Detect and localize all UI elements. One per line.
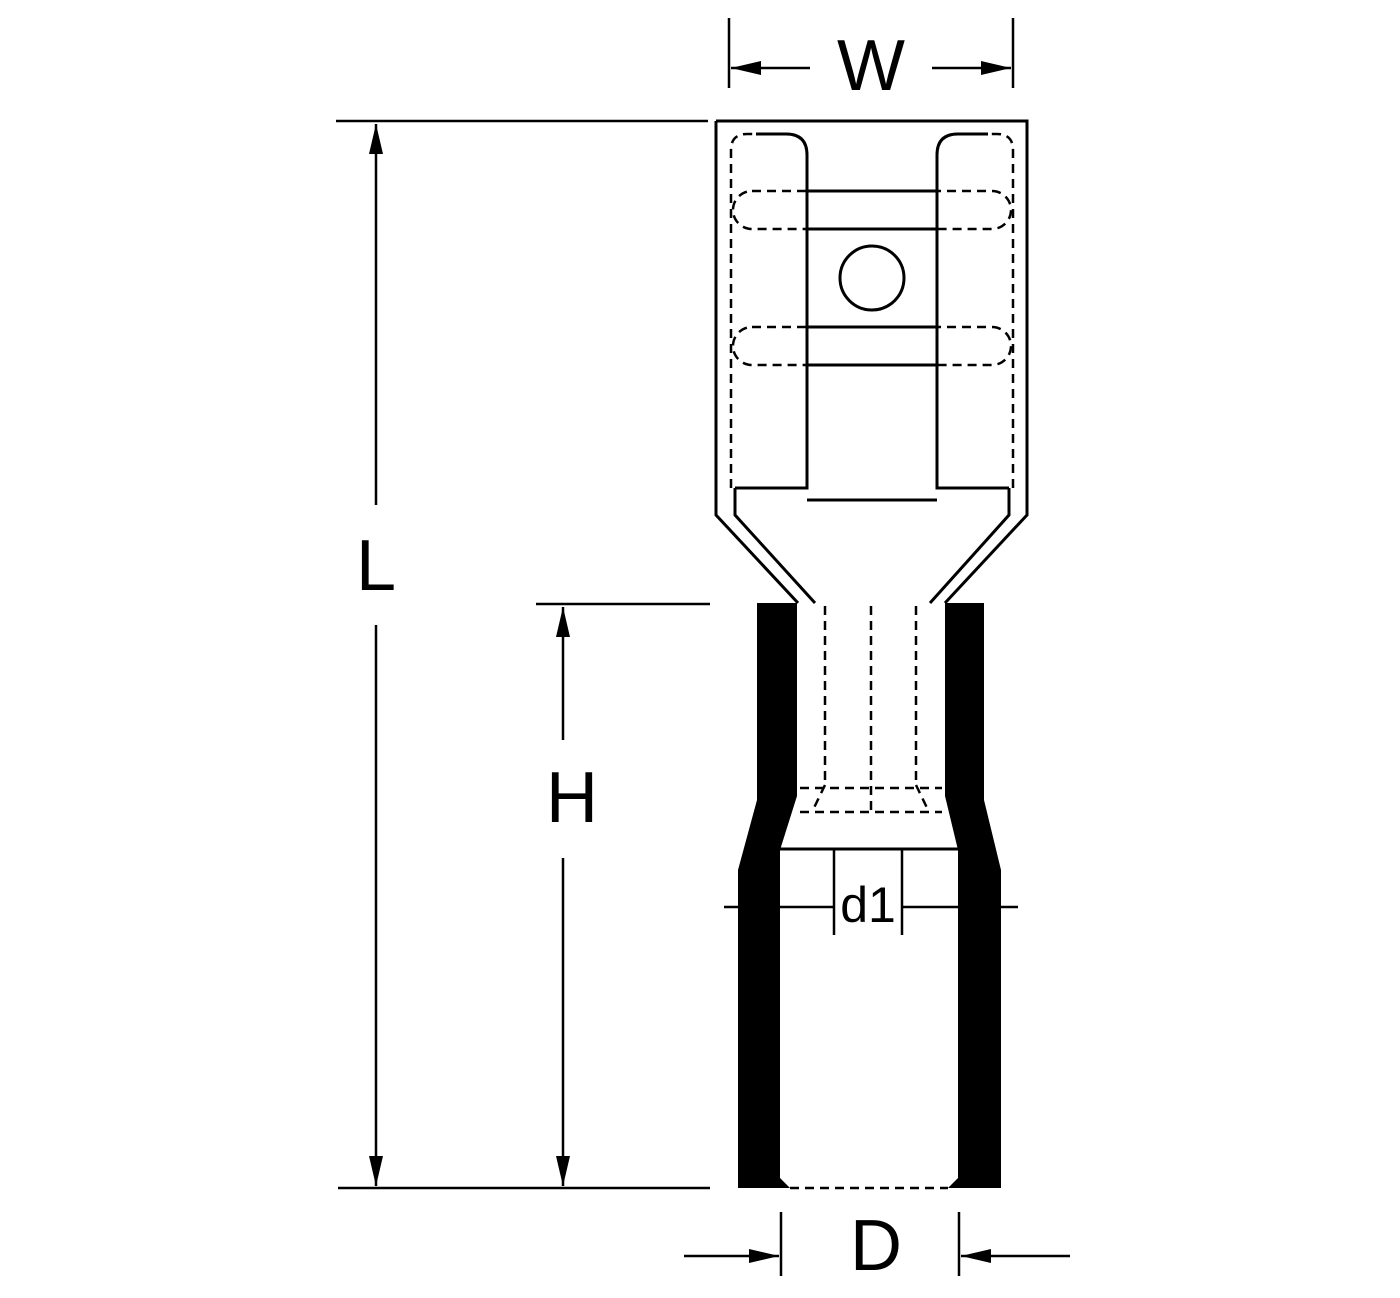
label-inner-diameter: d1 <box>840 877 896 933</box>
hidden-slot-lower <box>731 325 1013 367</box>
barrel-flare <box>810 784 931 813</box>
hidden-lines-blade <box>729 132 1015 488</box>
sleeve-left-wall <box>738 603 797 1188</box>
label-length: L <box>356 526 396 606</box>
hidden-slot-upper <box>731 189 1013 231</box>
hidden-lines-barrel <box>790 606 948 1190</box>
receptacle-body <box>714 119 1029 605</box>
hidden-right-channel <box>954 132 1015 488</box>
right-spring-rail <box>935 132 1009 490</box>
receptacle-outline <box>714 119 1029 605</box>
label-outer-diameter: D <box>850 1206 902 1286</box>
label-width: W <box>837 26 905 106</box>
hidden-left-channel <box>729 132 790 488</box>
sleeve-right-wall <box>945 603 1001 1188</box>
label-height: H <box>546 758 598 838</box>
left-spring-rail <box>735 132 809 490</box>
receptacle-inner-outline <box>733 488 1011 605</box>
locking-dimple <box>838 244 906 312</box>
dimension-lines <box>336 18 1070 1276</box>
insulation-sleeve <box>738 603 1001 1188</box>
